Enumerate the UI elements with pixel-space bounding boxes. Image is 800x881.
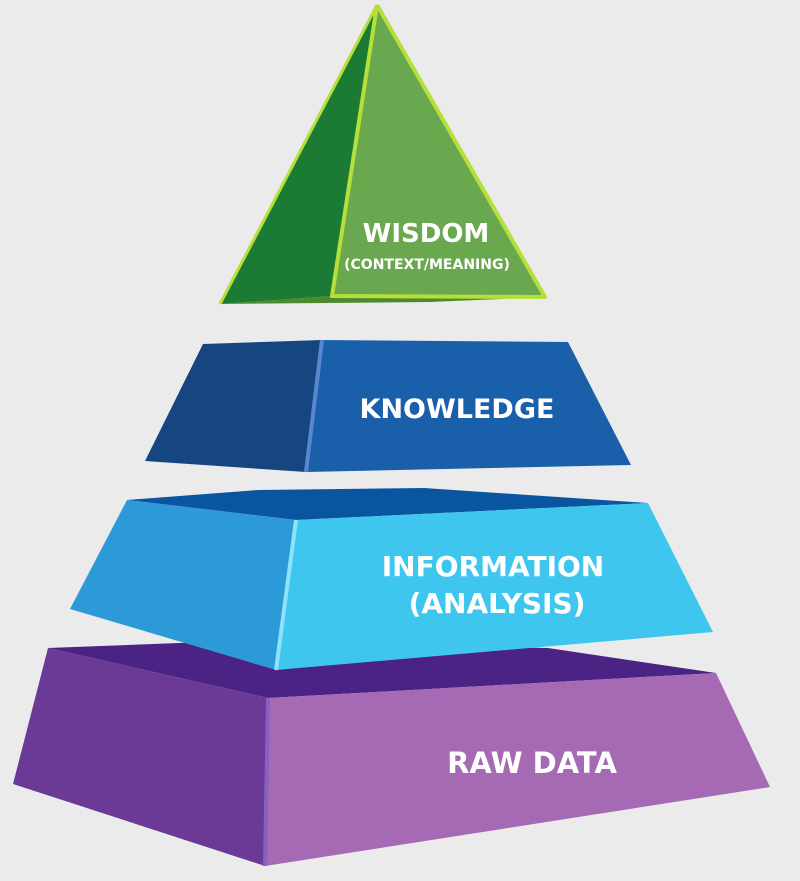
raw-data-title: RAW DATA (447, 746, 617, 780)
tier-wisdom: WISDOM (CONTEXT/MEANING) (218, 4, 547, 305)
information-side-face (70, 500, 296, 670)
information-top-face (127, 488, 648, 520)
information-front-face (276, 503, 713, 670)
information-subtitle: (ANALYSIS) (409, 587, 586, 620)
information-title: INFORMATION (382, 550, 604, 583)
knowledge-title: KNOWLEDGE (360, 394, 555, 425)
raw-data-front-face (265, 673, 770, 866)
wisdom-subtitle: (CONTEXT/MEANING) (344, 257, 510, 273)
raw-data-top-face (48, 642, 716, 698)
wisdom-front-face (332, 5, 545, 297)
wisdom-title: WISDOM (363, 219, 490, 249)
knowledge-edge (304, 339, 324, 473)
wisdom-left-edge (218, 4, 379, 305)
information-edge (274, 519, 298, 671)
tier-knowledge: KNOWLEDGE (145, 339, 631, 473)
raw-data-edge (263, 697, 270, 867)
knowledge-front-face (306, 340, 631, 472)
tier-information: INFORMATION (ANALYSIS) (70, 488, 713, 671)
raw-data-side-face (13, 648, 268, 866)
wisdom-edge (330, 4, 547, 299)
tier-raw-data: RAW DATA (13, 642, 770, 867)
knowledge-side-face (145, 340, 322, 472)
